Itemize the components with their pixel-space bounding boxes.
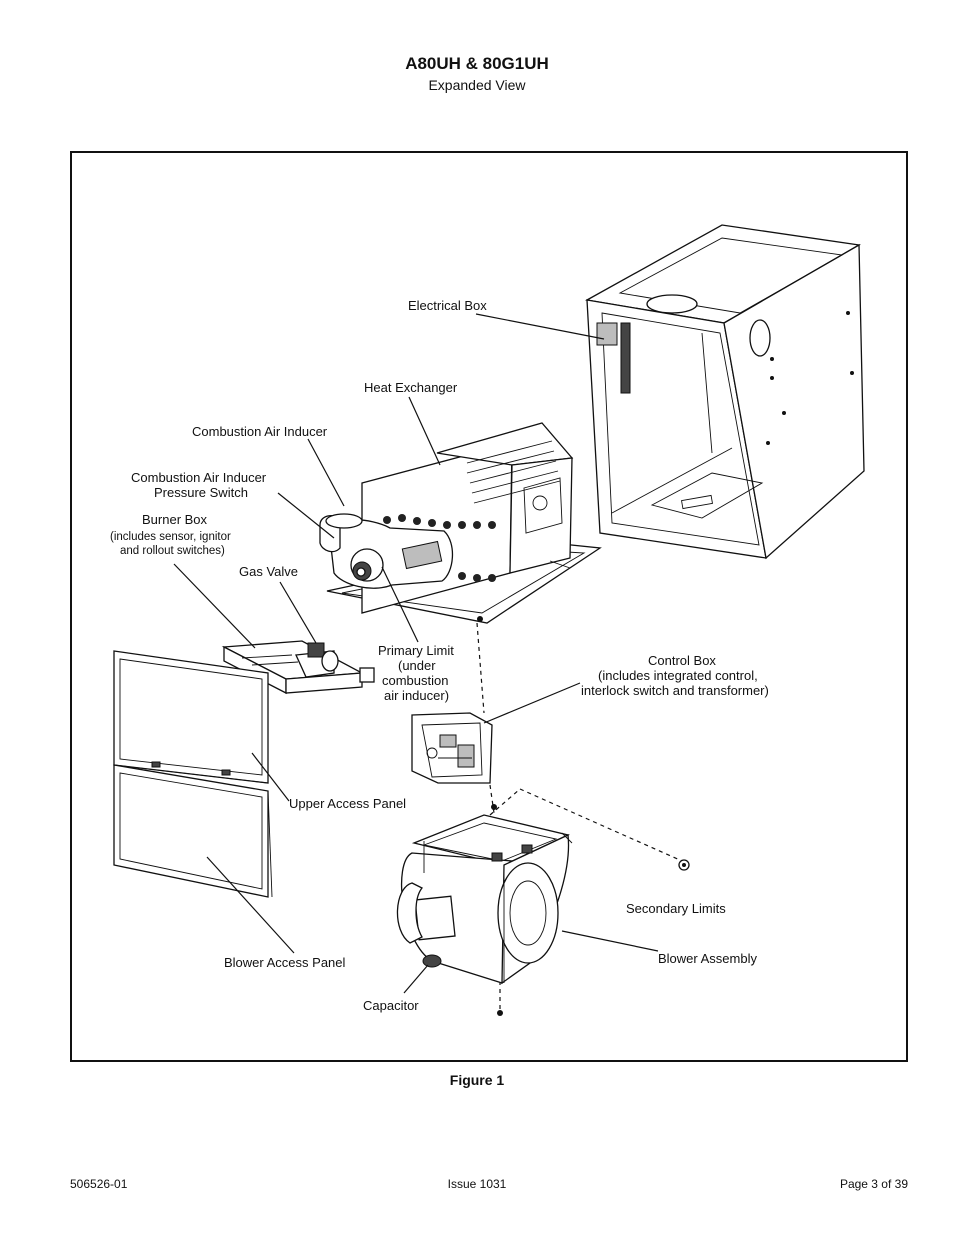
expanded-view-diagram: Electrical Box Heat Exchanger Combustion… bbox=[110, 224, 865, 1016]
label-blower-access-panel: Blower Access Panel bbox=[224, 955, 346, 970]
upper-access-panel-drawing bbox=[113, 650, 269, 784]
label-primary-limit-line1: Primary Limit bbox=[378, 643, 454, 658]
label-control-box-note2: interlock switch and transformer) bbox=[581, 683, 769, 698]
label-primary-limit-line4: air inducer) bbox=[384, 688, 449, 703]
label-burner-box-note2: and rollout switches) bbox=[120, 545, 225, 557]
cabinet-drawing bbox=[585, 224, 865, 560]
label-combustion-air-inducer: Combustion Air Inducer bbox=[192, 424, 328, 439]
label-primary-limit-line2: (under bbox=[398, 658, 436, 673]
label-electrical-box: Electrical Box bbox=[408, 298, 487, 313]
label-pressure-switch-line1: Combustion Air Inducer bbox=[131, 470, 267, 485]
figure-caption: Figure 1 bbox=[449, 1072, 505, 1088]
label-control-box-note1: (includes integrated control, bbox=[598, 668, 758, 683]
control-box-drawing bbox=[411, 712, 493, 784]
footer-page-number: Page 3 of 39 bbox=[839, 1177, 908, 1191]
label-control-box: Control Box bbox=[648, 653, 716, 668]
footer-doc-number: 506526-01 bbox=[70, 1177, 128, 1191]
label-pressure-switch-line2: Pressure Switch bbox=[154, 485, 248, 500]
label-heat-exchanger: Heat Exchanger bbox=[364, 380, 458, 395]
leader-lines bbox=[173, 313, 659, 994]
blower-assembly-drawing bbox=[396, 788, 690, 985]
footer-issue: Issue 1031 bbox=[447, 1177, 507, 1191]
label-primary-limit-line3: combustion bbox=[382, 673, 448, 688]
combustion-air-inducer-drawing bbox=[319, 513, 454, 589]
label-gas-valve: Gas Valve bbox=[239, 564, 298, 579]
label-capacitor: Capacitor bbox=[363, 998, 419, 1013]
label-burner-box: Burner Box bbox=[142, 512, 208, 527]
figure-frame: Electrical Box Heat Exchanger Combustion… bbox=[70, 151, 908, 1062]
label-blower-assembly: Blower Assembly bbox=[658, 951, 757, 966]
label-secondary-limits: Secondary Limits bbox=[626, 901, 726, 916]
heat-exchanger-drawing bbox=[326, 422, 602, 624]
label-burner-box-note1: (includes sensor, ignitor bbox=[110, 531, 231, 543]
label-upper-access-panel: Upper Access Panel bbox=[289, 796, 406, 811]
blower-access-panel-drawing bbox=[113, 764, 273, 898]
burner-box-drawing bbox=[221, 640, 375, 695]
page-subtitle: Expanded View bbox=[428, 77, 526, 93]
page-title: A80UH & 80G1UH bbox=[405, 54, 549, 73]
